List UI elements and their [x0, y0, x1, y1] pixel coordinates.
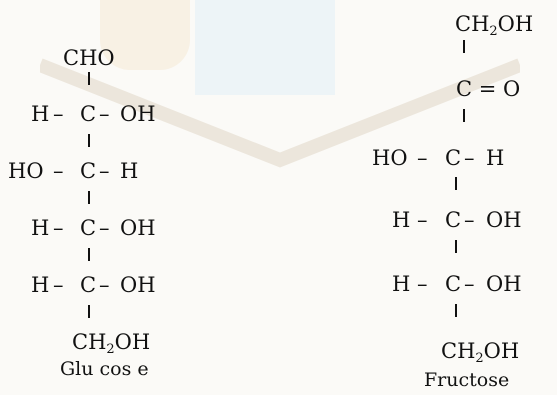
fructose-bottom-tail: OH [483, 339, 520, 363]
glucose-row-2-carbon: C [80, 159, 97, 183]
glucose-row-2-dash-right: – [99, 159, 110, 183]
glucose-row-2-right: H [120, 159, 139, 183]
glucose-row-4-left: H [31, 273, 50, 297]
fructose-bond-3 [455, 177, 457, 190]
fructose-row-2-left: H [392, 208, 411, 232]
glucose-row-4-dash-left: – [53, 273, 64, 297]
glucose-row-1-dash-right: – [99, 102, 110, 126]
fructose-bottom-group: CH2OH [441, 339, 520, 366]
fructose-bond-1 [463, 40, 465, 53]
glucose-bond-1 [88, 72, 90, 85]
fructose-row-2-carbon: C [445, 208, 462, 232]
fructose-row-2-dash-right: – [464, 208, 475, 232]
glucose-row-3-dash-left: – [53, 216, 64, 240]
fructose-row-3-dash-left: – [417, 272, 428, 296]
glucose-row-3-right: OH [120, 216, 156, 240]
fructose-carbonyl: C = O [456, 77, 521, 101]
fructose-row-1-left: HO [372, 146, 408, 170]
glucose-row-1-right: OH [120, 102, 156, 126]
fructose-row-1-carbon: C [445, 146, 462, 170]
glucose-row-1-carbon: C [80, 102, 97, 126]
watermark-logo-left [100, 0, 190, 70]
glucose-bond-2 [88, 134, 90, 147]
fructose-row-3-left: H [392, 272, 411, 296]
glucose-bond-4 [88, 248, 90, 261]
fructose-bond-2 [463, 109, 465, 122]
glucose-bottom-group: CH2OH [72, 330, 151, 357]
fructose-caption: Fructose [424, 369, 510, 391]
glucose-caption: Glu cos e [60, 358, 149, 380]
glucose-row-1-left: H [31, 102, 50, 126]
fructose-row-3-carbon: C [445, 272, 462, 296]
glucose-row-4-carbon: C [80, 273, 97, 297]
watermark-logo-right [195, 0, 335, 95]
glucose-row-4-dash-right: – [99, 273, 110, 297]
fructose-row-3-right: OH [486, 272, 522, 296]
fructose-bond-4 [455, 240, 457, 253]
glucose-row-1-dash-left: – [53, 102, 64, 126]
fructose-top-group: CH2OH [455, 12, 534, 39]
fructose-row-2-right: OH [486, 208, 522, 232]
glucose-row-4-right: OH [120, 273, 156, 297]
fructose-bottom-sub: 2 [475, 351, 484, 366]
fructose-row-1-dash-right: – [464, 146, 475, 170]
glucose-bottom-main: CH [72, 330, 107, 354]
glucose-bond-3 [88, 191, 90, 204]
glucose-row-3-carbon: C [80, 216, 97, 240]
fructose-row-3-dash-right: – [464, 272, 475, 296]
glucose-top-group: CHO [63, 46, 115, 70]
fructose-top-tail: OH [497, 12, 534, 36]
glucose-bottom-sub: 2 [106, 342, 115, 357]
fructose-top-sub: 2 [489, 24, 498, 39]
fructose-top-main: CH [455, 12, 490, 36]
fructose-bond-5 [455, 304, 457, 317]
fructose-bottom-main: CH [441, 339, 476, 363]
glucose-row-3-dash-right: – [99, 216, 110, 240]
fructose-row-1-dash-left: – [417, 146, 428, 170]
watermark-chevron [40, 58, 520, 168]
glucose-bottom-tail: OH [114, 330, 151, 354]
fructose-row-1-right: H [486, 146, 505, 170]
glucose-row-3-left: H [31, 216, 50, 240]
glucose-row-2-left: HO [8, 159, 44, 183]
glucose-row-2-dash-left: – [53, 159, 64, 183]
fructose-row-2-dash-left: – [417, 208, 428, 232]
glucose-bond-5 [88, 305, 90, 318]
